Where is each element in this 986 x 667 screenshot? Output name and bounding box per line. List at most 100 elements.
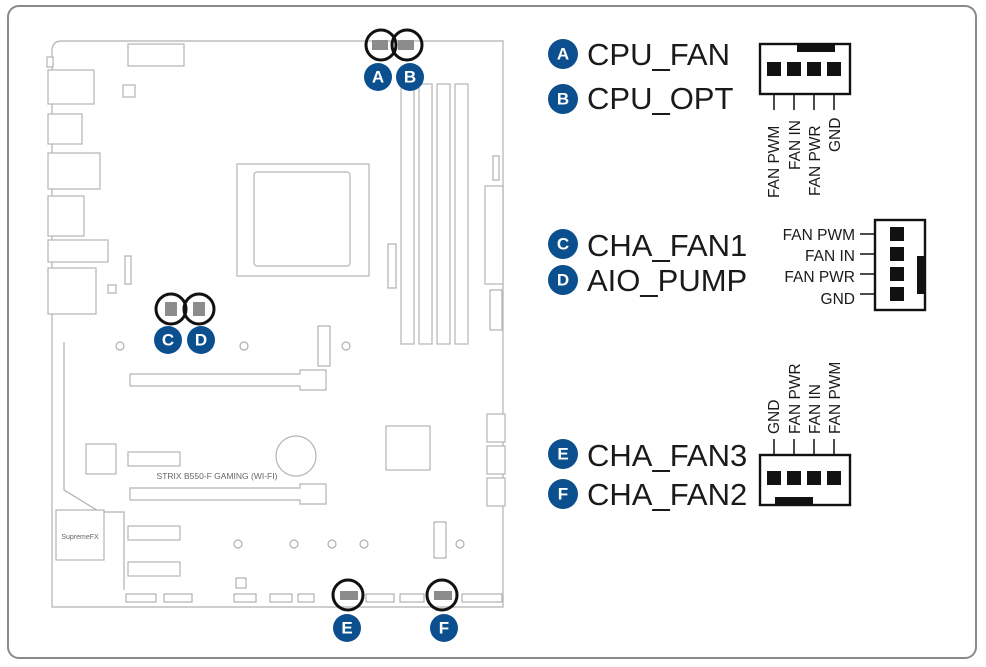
highlight-ring [331, 578, 365, 612]
callout-d: D [182, 292, 216, 354]
io-port [47, 267, 97, 315]
badge-f-label: F [439, 619, 449, 638]
io-port [47, 69, 95, 105]
atx-power-connector [484, 185, 504, 285]
dimm-slot [454, 83, 469, 345]
front-header [125, 593, 157, 603]
pin-label: FAN PWM [827, 362, 844, 434]
io-port [47, 113, 83, 145]
front-header [461, 593, 503, 603]
io-port [47, 195, 85, 237]
header-name-cha-fan3: CHA_FAN3 [587, 438, 747, 473]
fan-header-cha-fan2 [434, 591, 452, 600]
pin [890, 267, 904, 281]
highlight-ring [425, 578, 459, 612]
mount-hole [233, 539, 243, 549]
mount-hole [341, 341, 351, 351]
front-header [163, 593, 193, 603]
front-header [297, 593, 315, 603]
pin-label: GND [766, 400, 783, 434]
pinout-bottom: GND FAN PWR FAN IN FAN PWM [758, 362, 852, 507]
fan-header-aio-pump [193, 302, 205, 316]
pin [827, 62, 841, 76]
pin [807, 62, 821, 76]
legend-badge-f [548, 479, 578, 509]
component [122, 84, 136, 98]
legend-badge-a [548, 39, 578, 69]
legend-a: A CPU_FAN [548, 37, 730, 72]
front-header [399, 593, 425, 603]
connector-key [797, 44, 835, 52]
header-name-cpu-opt: CPU_OPT [587, 81, 733, 116]
connector-key [775, 497, 813, 505]
legend-badge-d [548, 265, 578, 295]
pin-label: GND [821, 291, 855, 308]
callout-a: A [364, 28, 398, 91]
pin [807, 471, 821, 485]
component [387, 243, 397, 289]
component [107, 284, 117, 294]
badge-e-label: E [341, 619, 352, 638]
highlight-ring [182, 292, 216, 326]
legend-e: E CHA_FAN3 [548, 438, 747, 473]
highlight-ring [364, 28, 398, 62]
badge-f [430, 614, 458, 642]
fan-header-cpu-opt [398, 40, 414, 50]
legend-badge-c [548, 229, 578, 259]
pinout-middle: FAN PWM FAN IN FAN PWR GND [783, 218, 927, 312]
callout-f: F [425, 578, 459, 642]
badge-d-label: D [195, 331, 207, 350]
badge-a-label: A [372, 68, 384, 87]
mount-hole [239, 341, 249, 351]
pin [767, 62, 781, 76]
component [124, 255, 132, 285]
front-header [365, 593, 395, 603]
board-model-label: STRIX B550-F GAMING (WI-FI) [157, 471, 278, 481]
header-name-aio-pump: AIO_PUMP [587, 263, 747, 298]
fan-header-cha-fan1 [165, 302, 177, 316]
pin-label: FAN IN [807, 384, 824, 434]
motherboard: STRIX B550-F GAMING (WI-FI) SupremeFX [46, 40, 506, 608]
badge-c [154, 326, 182, 354]
mount-hole [359, 539, 369, 549]
pin [890, 247, 904, 261]
cpu-power-connector [127, 43, 185, 67]
component [489, 289, 503, 331]
fan-header-cpu-fan [372, 40, 388, 50]
mount-hole [455, 539, 465, 549]
pin [827, 471, 841, 485]
badge-b-label: B [404, 68, 416, 87]
badge-a [364, 63, 392, 91]
io-port [47, 152, 101, 190]
badge-e [333, 614, 361, 642]
dimm-slot [418, 83, 433, 345]
sata-port [486, 445, 506, 475]
pin [787, 471, 801, 485]
legend-badge-e [548, 439, 578, 469]
m2-slot [433, 521, 447, 559]
legend-badge-b [548, 84, 578, 114]
io-port [47, 239, 109, 263]
component [492, 155, 500, 181]
pin [787, 62, 801, 76]
badge-d [187, 326, 215, 354]
header-name-cha-fan2: CHA_FAN2 [587, 477, 747, 512]
callout-c: C [154, 292, 188, 354]
pcie-x1-slot [127, 525, 181, 541]
pin-label: FAN IN [787, 120, 804, 170]
dimm-slot [436, 83, 451, 345]
pin-label: FAN PWM [783, 227, 855, 244]
audio-mark: SupremeFX [61, 534, 99, 541]
pin [767, 471, 781, 485]
mount-hole [289, 539, 299, 549]
chipset [385, 425, 431, 471]
fan-header-cha-fan3 [340, 591, 358, 600]
cmos-battery [275, 435, 317, 477]
legend-badge-c-label: C [557, 235, 569, 254]
connector-key [917, 256, 925, 294]
sata-port [486, 413, 506, 443]
legend-f: F CHA_FAN2 [548, 477, 747, 512]
pin-label: FAN PWM [766, 126, 783, 198]
callout-b: B [390, 28, 424, 91]
